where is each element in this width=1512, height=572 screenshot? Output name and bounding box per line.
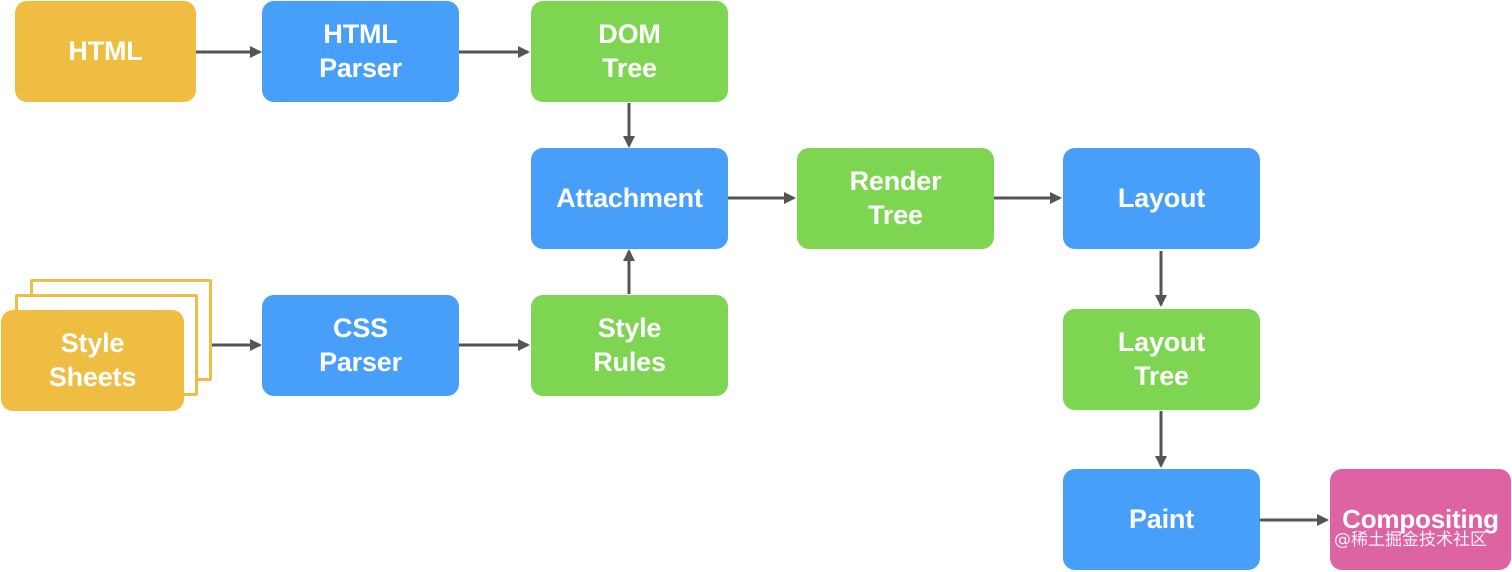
- html-parser-node: HTML Parser: [262, 1, 459, 102]
- layout-node: Layout: [1063, 148, 1260, 249]
- watermark-text: @稀土掘金技术社区: [1334, 530, 1487, 550]
- style-sheets-node: Style Sheets: [1, 310, 184, 411]
- css-parser-node: CSS Parser: [262, 295, 459, 396]
- compositing-node: Compositing: [1330, 469, 1511, 570]
- paint-node: Paint: [1063, 469, 1260, 570]
- attachment-node: Attachment: [531, 148, 728, 249]
- html-node: HTML: [15, 1, 196, 102]
- render-tree-node: Render Tree: [797, 148, 994, 249]
- layout-tree-node: Layout Tree: [1063, 309, 1260, 410]
- style-rules-node: Style Rules: [531, 295, 728, 396]
- dom-tree-node: DOM Tree: [531, 1, 728, 102]
